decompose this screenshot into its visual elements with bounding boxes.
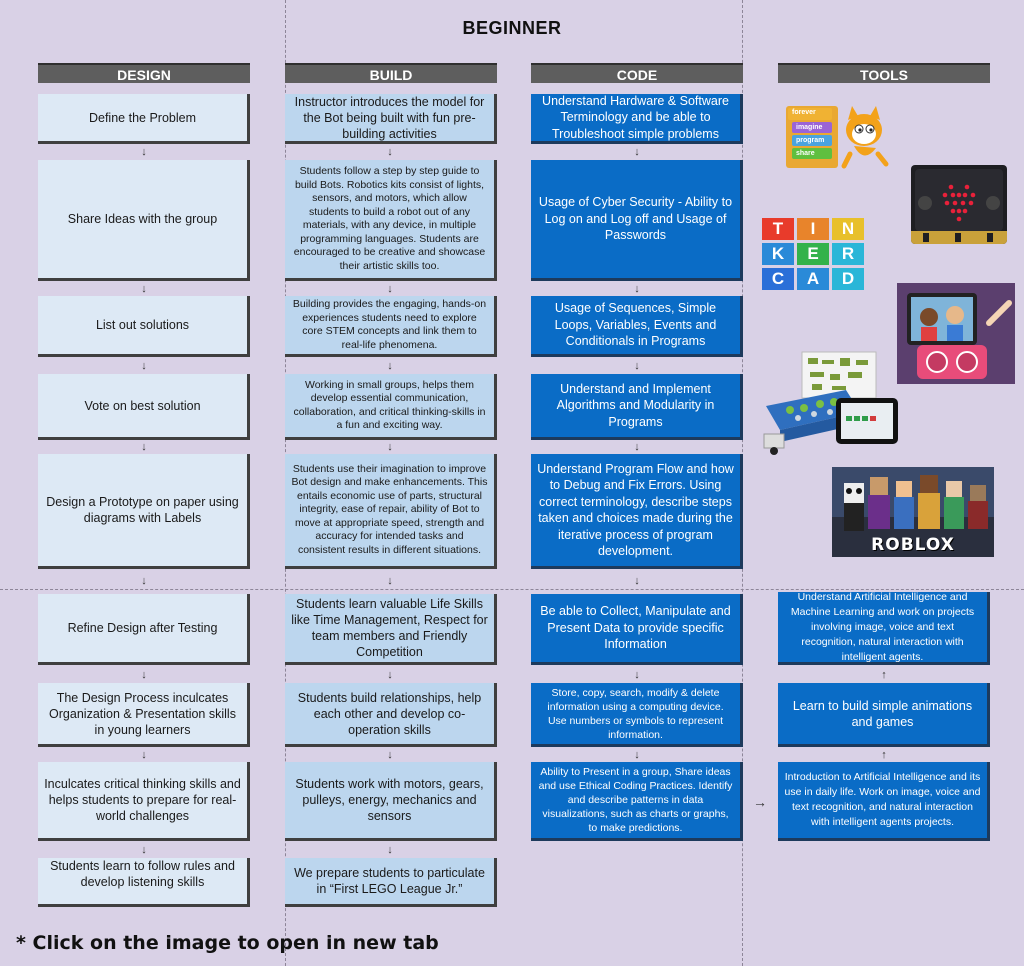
arrow-down-icon: ↓ bbox=[141, 441, 147, 453]
arrow-down-icon: ↓ bbox=[387, 441, 393, 453]
tinkercad-image[interactable]: T I N K E R C A D bbox=[762, 218, 864, 290]
column-header-tools: TOOLS bbox=[778, 63, 990, 83]
arrow-down-icon: ↓ bbox=[387, 844, 393, 856]
arrow-down-icon: ↓ bbox=[141, 360, 147, 372]
column-header-design: DESIGN bbox=[38, 63, 250, 83]
arrow-down-icon: ↓ bbox=[387, 669, 393, 681]
roblox-image[interactable]: ROBLOX bbox=[832, 467, 994, 557]
arrow-down-icon: ↓ bbox=[387, 146, 393, 158]
design-step: Design a Prototype on paper using diagra… bbox=[38, 454, 250, 569]
tinkercad-letter: I bbox=[797, 218, 829, 240]
arrow-down-icon: ↓ bbox=[141, 669, 147, 681]
arrow-down-icon: ↓ bbox=[634, 146, 640, 158]
code-step: Understand Hardware & Software Terminolo… bbox=[531, 94, 743, 144]
build-step: Building provides the engaging, hands-on… bbox=[285, 296, 497, 357]
tinkercad-letter: K bbox=[762, 243, 794, 265]
build-step: Working in small groups, helps them deve… bbox=[285, 374, 497, 440]
arrow-down-icon: ↓ bbox=[387, 283, 393, 295]
arrow-right-icon: → bbox=[753, 794, 767, 810]
tools-step: Understand Artificial Intelligence and M… bbox=[778, 592, 990, 665]
arrow-down-icon: ↓ bbox=[141, 749, 147, 761]
page-title: BEGINNER bbox=[462, 18, 562, 38]
design-step: Define the Problem bbox=[38, 94, 250, 144]
design-step: Vote on best solution bbox=[38, 374, 250, 440]
arrow-down-icon: ↓ bbox=[387, 749, 393, 761]
design-step: Students learn to follow rules and devel… bbox=[38, 858, 250, 907]
scratch-block-label: program bbox=[796, 137, 825, 144]
arrow-down-icon: ↓ bbox=[634, 749, 640, 761]
footer-note: * Click on the image to open in new tab bbox=[16, 932, 439, 954]
row-divider bbox=[0, 589, 1024, 590]
build-step: Instructor introduces the model for the … bbox=[285, 94, 497, 144]
build-step: Students work with motors, gears, pulley… bbox=[285, 762, 497, 841]
tools-step: Learn to build simple animations and gam… bbox=[778, 683, 990, 747]
arrow-down-icon: ↓ bbox=[387, 575, 393, 587]
build-step: Students build relationships, help each … bbox=[285, 683, 497, 747]
arrow-down-icon: ↓ bbox=[634, 575, 640, 587]
tinkercad-letter: A bbox=[797, 268, 829, 290]
arrow-down-icon: ↓ bbox=[634, 283, 640, 295]
arrow-down-icon: ↓ bbox=[634, 441, 640, 453]
roblox-logo-text: ROBLOX bbox=[871, 535, 955, 555]
arrow-down-icon: ↓ bbox=[387, 360, 393, 372]
design-step: Refine Design after Testing bbox=[38, 594, 250, 665]
build-step: Students use their imagination to improv… bbox=[285, 454, 497, 569]
arrow-up-icon: ↑ bbox=[881, 669, 887, 681]
microbit-image[interactable] bbox=[911, 165, 1007, 244]
build-step: We prepare students to particulate in “F… bbox=[285, 858, 497, 907]
code-step: Usage of Cyber Security - Ability to Log… bbox=[531, 160, 743, 281]
arrow-down-icon: ↓ bbox=[634, 360, 640, 372]
tinkercad-letter: D bbox=[832, 268, 864, 290]
tinkercad-letter: N bbox=[832, 218, 864, 240]
tinkercad-letter: E bbox=[797, 243, 829, 265]
vr-kids-photo[interactable] bbox=[897, 283, 1015, 384]
column-header-code: CODE bbox=[531, 63, 743, 83]
column-header-build: BUILD bbox=[285, 63, 497, 83]
design-step: Inculcates critical thinking skills and … bbox=[38, 762, 250, 841]
scratch-block-label: share bbox=[796, 150, 815, 157]
build-step: Students learn valuable Life Skills like… bbox=[285, 594, 497, 665]
code-step: Ability to Present in a group, Share ide… bbox=[531, 762, 743, 841]
build-step: Students follow a step by step guide to … bbox=[285, 160, 497, 281]
arrow-up-icon: ↑ bbox=[881, 749, 887, 761]
scratch-block-label: imagine bbox=[796, 124, 823, 131]
lego-wedo-image[interactable] bbox=[760, 350, 900, 456]
code-step: Be able to Collect, Manipulate and Prese… bbox=[531, 594, 743, 665]
arrow-down-icon: ↓ bbox=[634, 669, 640, 681]
design-step: The Design Process inculcates Organizati… bbox=[38, 683, 250, 747]
scratch-block-label: forever bbox=[792, 109, 816, 116]
code-step: Understand and Implement Algorithms and … bbox=[531, 374, 743, 440]
tinkercad-letter: C bbox=[762, 268, 794, 290]
tinkercad-letter: T bbox=[762, 218, 794, 240]
design-step: List out solutions bbox=[38, 296, 250, 357]
arrow-down-icon: ↓ bbox=[141, 283, 147, 295]
scratch-image[interactable]: forever imagine program share bbox=[784, 102, 894, 170]
tools-step: Introduction to Artificial Intelligence … bbox=[778, 762, 990, 841]
code-step: Store, copy, search, modify & delete inf… bbox=[531, 683, 743, 747]
arrow-down-icon: ↓ bbox=[141, 146, 147, 158]
arrow-down-icon: ↓ bbox=[141, 844, 147, 856]
code-step: Understand Program Flow and how to Debug… bbox=[531, 454, 743, 569]
code-step: Usage of Sequences, Simple Loops, Variab… bbox=[531, 296, 743, 357]
tinkercad-letter: R bbox=[832, 243, 864, 265]
design-step: Share Ideas with the group bbox=[38, 160, 250, 281]
arrow-down-icon: ↓ bbox=[141, 575, 147, 587]
